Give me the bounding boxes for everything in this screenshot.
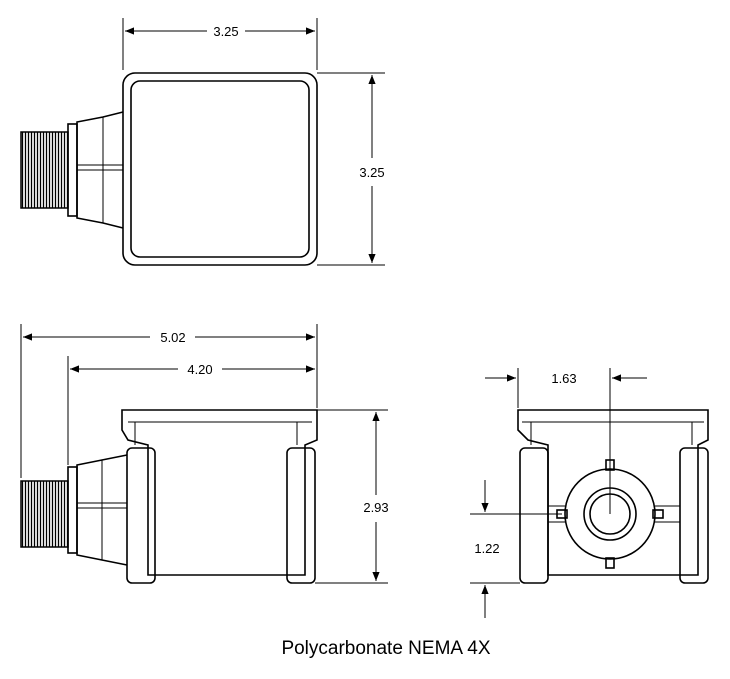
dim-top-height: 3.25 bbox=[359, 165, 384, 180]
top-view-lid bbox=[130, 80, 310, 258]
dim-port-spacing: 1.63 bbox=[551, 371, 576, 386]
dim-overall-length: 5.02 bbox=[160, 330, 185, 345]
end-view-port-key-bottom bbox=[605, 557, 615, 569]
top-view-thread-connector bbox=[20, 131, 69, 209]
drawing-caption: Polycarbonate NEMA 4X bbox=[281, 638, 490, 659]
end-view: 1.63 1.22 bbox=[470, 368, 709, 618]
end-view-port-key-right bbox=[652, 509, 664, 519]
side-view-right-mount bbox=[286, 447, 316, 584]
end-view-left-mount bbox=[519, 447, 549, 584]
side-view-enclosure bbox=[121, 409, 318, 576]
side-view-left-mount bbox=[126, 447, 156, 584]
dim-port-center-height: 1.22 bbox=[474, 541, 499, 556]
end-view-enclosure bbox=[517, 409, 709, 576]
side-view: 5.02 4.20 2.93 bbox=[20, 324, 389, 584]
dim-body-length: 4.20 bbox=[187, 362, 212, 377]
dim-body-height: 2.93 bbox=[363, 500, 388, 515]
top-view-nut bbox=[67, 123, 78, 217]
top-view-enclosure bbox=[122, 72, 318, 266]
dim-top-width: 3.25 bbox=[213, 24, 238, 39]
side-view-thread-connector bbox=[20, 480, 69, 548]
side-view-nut bbox=[67, 466, 78, 554]
end-view-right-mount bbox=[679, 447, 709, 584]
top-view: 3.25 3.25 bbox=[20, 18, 385, 266]
